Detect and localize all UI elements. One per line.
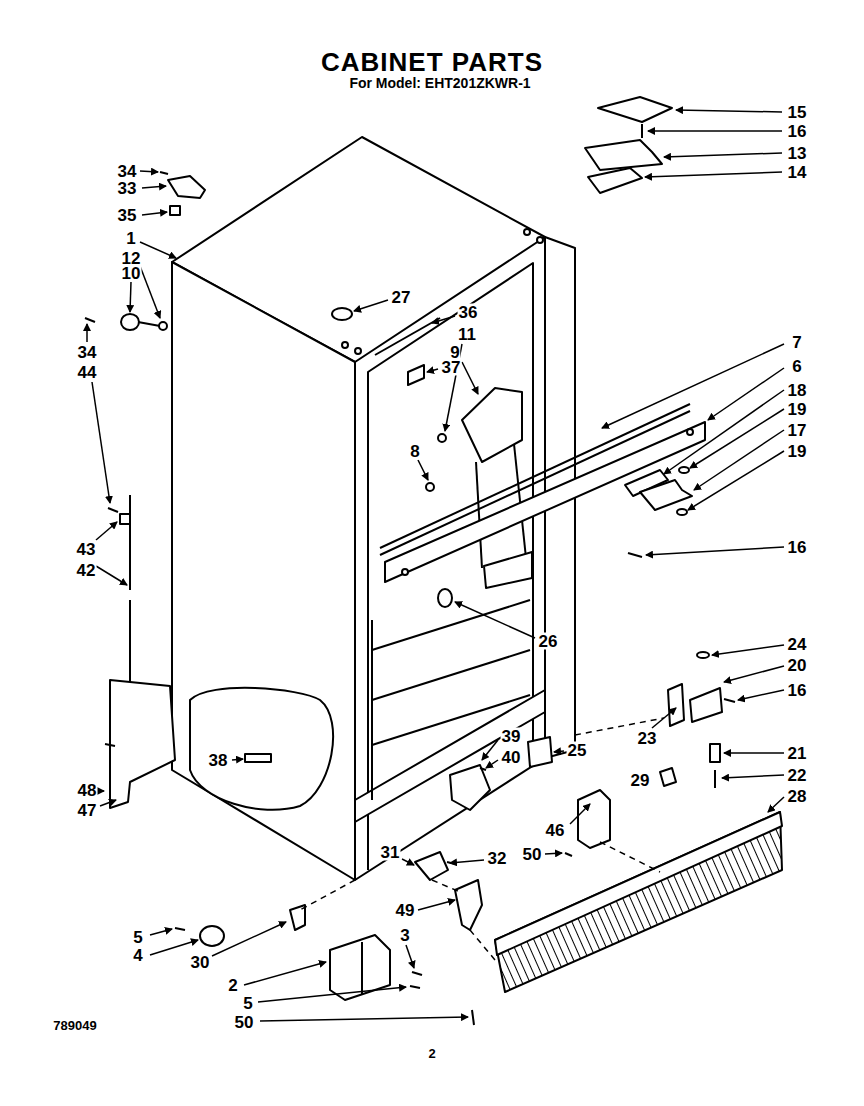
callout-number: 18 — [787, 382, 808, 399]
callout-number: 50 — [234, 1014, 255, 1031]
callout-number: 44 — [77, 364, 98, 381]
callout-number: 35 — [117, 207, 138, 224]
callout-number: 25 — [567, 742, 588, 759]
callout-number: 2 — [227, 977, 238, 994]
callout-number: 31 — [380, 844, 401, 861]
callout-number: 38 — [208, 752, 229, 769]
callout-number: 27 — [391, 289, 412, 306]
title: CABINET PARTS — [320, 49, 544, 75]
callout-number: 15 — [787, 104, 808, 121]
callout-number: 20 — [787, 657, 808, 674]
callout-number: 16 — [787, 123, 808, 140]
callout-number: 7 — [791, 334, 802, 351]
callout-number: 47 — [77, 802, 98, 819]
callout-number: 46 — [545, 822, 566, 839]
callout-number: 29 — [630, 772, 651, 789]
page-number: 2 — [427, 1047, 436, 1060]
callout-number: 28 — [787, 788, 808, 805]
callout-number: 43 — [76, 541, 97, 558]
callout-number: 11 — [457, 326, 477, 343]
callout-number: 39 — [501, 728, 522, 745]
callout-number: 26 — [538, 633, 559, 650]
callout-number: 22 — [787, 767, 808, 784]
callout-number: 30 — [190, 954, 211, 971]
callout-number: 5 — [132, 929, 143, 946]
callout-number: 8 — [409, 443, 420, 460]
callout-number: 40 — [501, 749, 522, 766]
callout-number: 36 — [458, 304, 479, 321]
callout-number: 21 — [787, 745, 808, 762]
model-number: For Model: EHT201ZKWR-1 — [348, 76, 531, 90]
callout-number: 34 — [77, 344, 98, 361]
callout-number: 13 — [787, 145, 808, 162]
callout-number: 1 — [125, 230, 136, 247]
callout-number: 17 — [787, 422, 808, 439]
callout-number: 23 — [637, 730, 658, 747]
callout-number: 6 — [791, 358, 802, 375]
callout-number: 14 — [787, 164, 808, 181]
callout-number: 4 — [132, 947, 143, 964]
callout-number: 16 — [787, 682, 808, 699]
drawing-number: 789049 — [52, 1019, 97, 1032]
callout-number: 3 — [399, 927, 410, 944]
callout-number: 10 — [121, 265, 142, 282]
callout-number: 34 — [117, 163, 138, 180]
callout-number: 37 — [441, 359, 462, 376]
callout-number: 24 — [787, 636, 808, 653]
callout-number: 32 — [487, 850, 508, 867]
callout-number: 19 — [787, 401, 808, 418]
callout-number: 50 — [522, 846, 543, 863]
callout-number: 16 — [787, 539, 808, 556]
callout-number: 48 — [77, 782, 98, 799]
callout-number: 33 — [117, 180, 138, 197]
callout-number: 5 — [242, 995, 253, 1012]
callout-number: 42 — [76, 562, 97, 579]
callout-number: 49 — [395, 902, 416, 919]
callout-number: 19 — [787, 443, 808, 460]
